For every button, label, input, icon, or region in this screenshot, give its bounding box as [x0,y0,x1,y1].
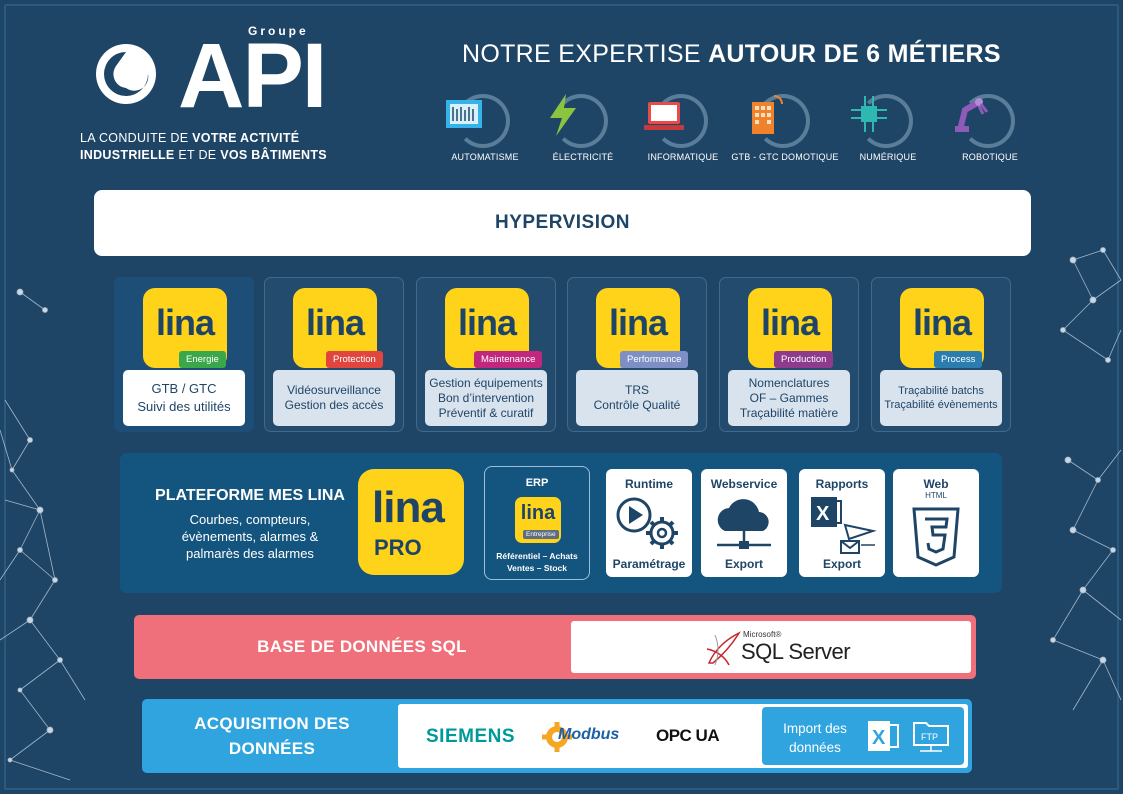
excel-mail-icon: X [811,497,877,554]
sql-database-bar: BASE DE DONNÉES SQL Microsoft® SQL Serve… [134,615,976,679]
siemens-logo: SIEMENS [426,726,516,747]
page-border [4,4,1119,790]
module-tag: Maintenance [474,351,543,368]
brand-name: API [178,25,327,127]
tile-runtime: Runtime Paramétrage [606,469,692,577]
metiers-row: AUTOMATISME ÉLECTRICITÉ INFORMATIQUE GTB… [430,88,1050,168]
sql-label: BASE DE DONNÉES SQL [257,637,467,656]
metier-label: GTB - GTC DOMOTIQUE [731,152,839,162]
platform-panel: PLATEFORME MES LINA Courbes, compteurs,é… [120,453,1002,593]
ftp-label: FTP [921,732,938,742]
platform-title: PLATEFORME MES LINA [155,487,345,504]
opc-ua-logo: OPC UA [656,726,720,745]
module-tag: Process [934,351,983,368]
module-tag: Performance [620,351,689,368]
smart-building-icon [752,95,783,134]
module-tag: Energie [179,351,226,368]
api-logo-swirl-icon [96,44,156,104]
expertise-title: NOTRE EXPERTISE AUTOUR DE 6 MÉTIERS [462,40,1001,68]
play-gear-icon [616,497,678,549]
tile-rapports: Rapports X Export [799,469,885,577]
metier-electricite: ÉLECTRICITÉ [528,88,638,168]
modbus-gear-icon [542,722,572,752]
metier-gtb: GTB - GTC DOMOTIQUE [730,88,840,168]
hypervision-bar: HYPERVISION [94,190,1031,256]
metier-informatique: INFORMATIQUE [628,88,738,168]
cloud-network-icon [717,499,771,549]
modbus-logo: Modbus [542,722,642,752]
excel-icon: X [868,721,899,751]
metier-label: ÉLECTRICITÉ [552,152,614,162]
metier-label: ROBOTIQUE [962,152,1018,162]
network-decoration-left-icon [0,288,86,781]
chip-icon [851,96,887,132]
sql-server-label: SQL Server [741,639,851,664]
plc-screen-icon [446,100,482,128]
module-tag: Protection [326,351,383,368]
microsoft-label: Microsoft® [743,630,782,639]
metier-automatisme: AUTOMATISME [430,88,540,168]
metier-robotique: ROBOTIQUE [935,88,1045,168]
svg-text:X: X [816,503,830,525]
lightning-icon [550,94,576,136]
metier-label: INFORMATIQUE [647,152,719,162]
brand-groupe-label: Groupe [248,24,309,38]
html5-icon [912,507,960,567]
erp-card: ERP lina Entreprise Référentiel – Achats… [484,466,590,580]
platform-description: Courbes, compteurs,évènements, alarmes &… [181,512,319,561]
ftp-folder-icon: FTP [913,722,949,752]
sql-server-panel: Microsoft® SQL Server [571,621,971,673]
module-tag: Production [774,351,834,368]
robot-arm-icon [955,98,989,132]
tile-webservice: Webservice Export [701,469,787,577]
brand-tagline: LA CONDUITE DE VOTRE ACTIVITÉ INDUSTRIEL… [80,131,327,162]
metier-label: AUTOMATISME [451,152,519,162]
network-decoration-right-icon [1050,247,1122,711]
svg-text:X: X [872,727,886,749]
metier-numerique: NUMÉRIQUE [833,88,943,168]
lina-entreprise-logo: lina Entreprise [515,497,561,543]
laptop-icon [644,102,684,130]
lina-pro-logo: lina PRO [358,469,464,575]
tile-web: Web HTML [893,469,979,577]
sql-server-logo-icon [706,631,741,666]
metier-label: NUMÉRIQUE [859,152,917,162]
